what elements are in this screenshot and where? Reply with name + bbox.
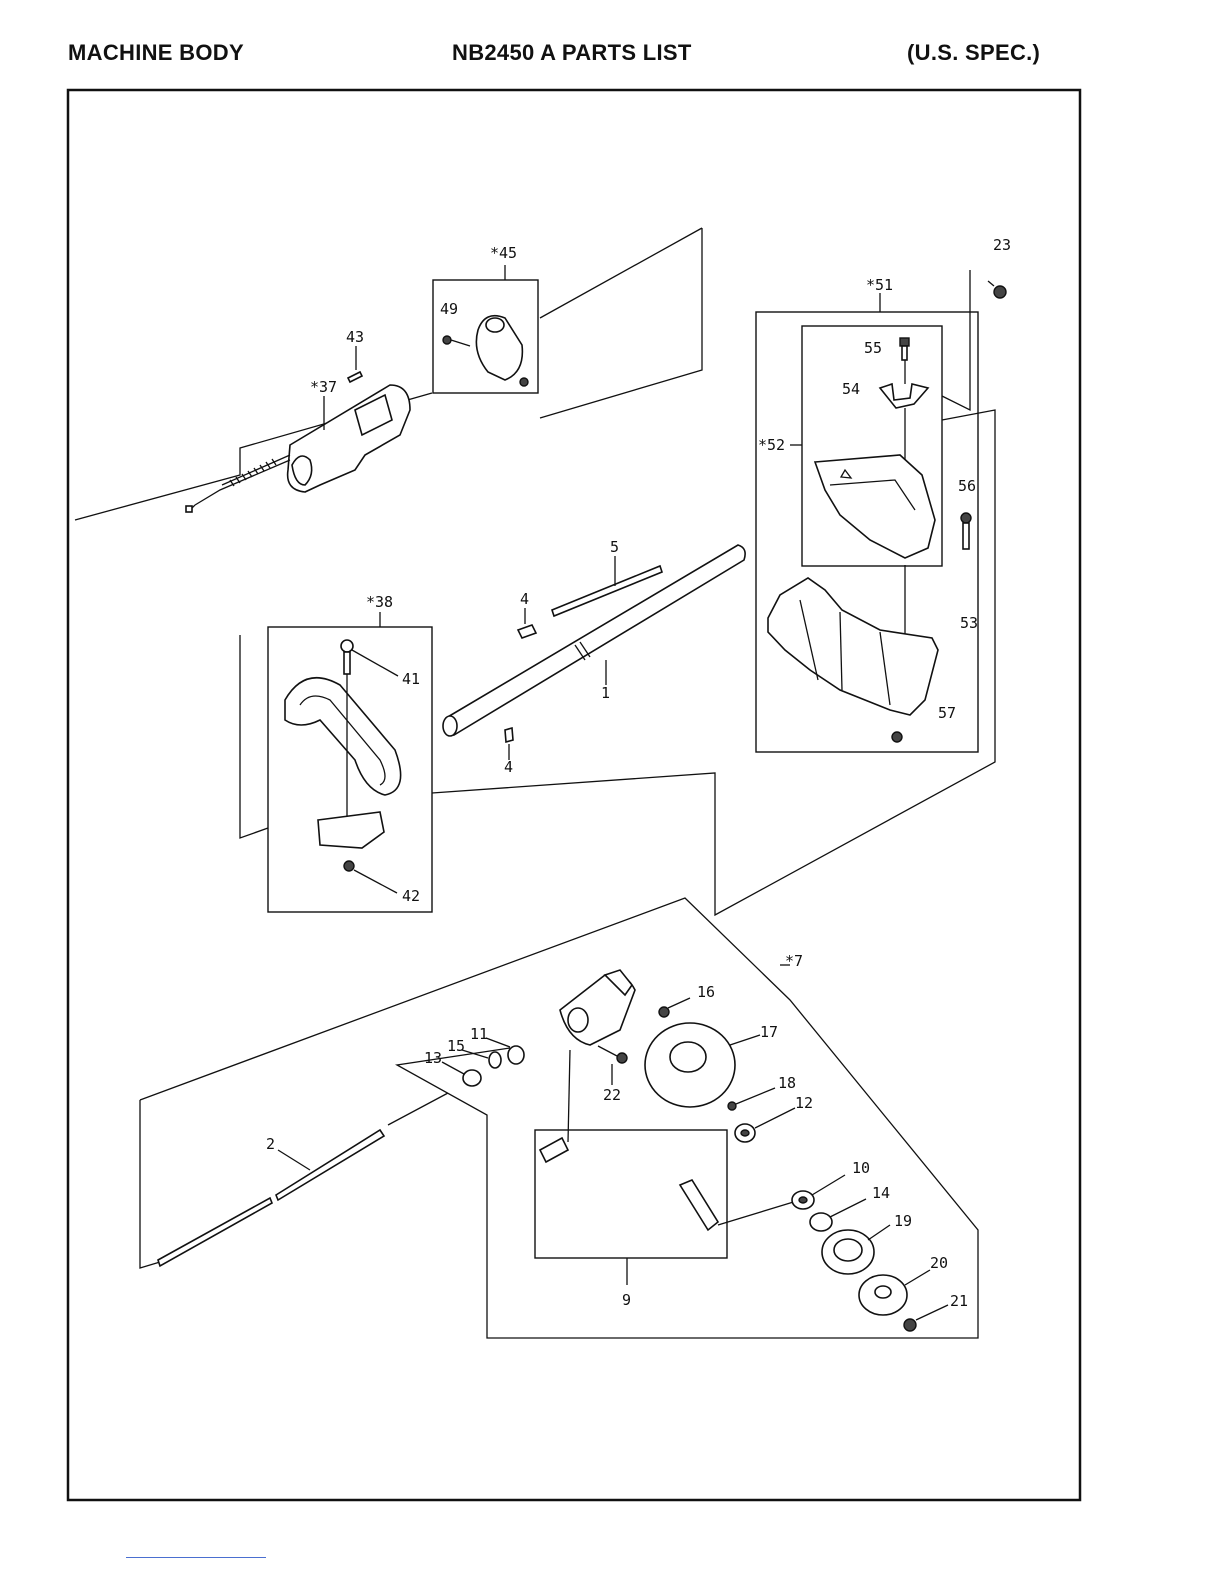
- part-21-nut: [904, 1319, 916, 1331]
- part-38-clamp-block: [318, 812, 384, 848]
- part-23-screw: [988, 281, 1006, 298]
- part-4-shim-upper: [518, 625, 536, 638]
- part-4-shim-lower: [505, 728, 513, 742]
- label-43: 43: [346, 328, 364, 346]
- label-45: *45: [490, 244, 517, 262]
- part-43-key: [348, 372, 362, 382]
- label-38: *38: [366, 593, 393, 611]
- part-14-circlip: [810, 1213, 832, 1231]
- part-1-shaft-tube: [443, 545, 745, 736]
- label-4-lower: 4: [504, 758, 513, 776]
- label-53: 53: [960, 614, 978, 632]
- part-56-screw: [961, 513, 971, 549]
- diagram-frame: [68, 90, 1080, 1500]
- label-14: 14: [872, 1184, 890, 1202]
- part-15-washer: [489, 1052, 501, 1068]
- label-49: 49: [440, 300, 458, 318]
- label-1: 1: [601, 684, 610, 702]
- part-54-bracket: [880, 384, 928, 408]
- label-23: 23: [993, 236, 1011, 254]
- label-9: 9: [622, 1291, 631, 1309]
- footer-rule: [126, 1557, 266, 1558]
- label-7: *7: [785, 952, 803, 970]
- lower-assembly-outline: [140, 1100, 160, 1268]
- part-52-cover: [815, 455, 935, 558]
- upper-assembly-outline: [540, 228, 702, 418]
- label-22: 22: [603, 1086, 621, 1104]
- part-13-circlip: [463, 1070, 481, 1086]
- label-19: 19: [894, 1212, 912, 1230]
- label-42: 42: [402, 887, 420, 905]
- label-17: 17: [760, 1023, 778, 1041]
- part-42-nut: [344, 861, 354, 871]
- part-9-pinion: [540, 1138, 718, 1230]
- label-11: 11: [470, 1025, 488, 1043]
- part-41-bolt: [341, 640, 353, 674]
- label-57: 57: [938, 704, 956, 722]
- label-54: 54: [842, 380, 860, 398]
- part-16-bolt: [659, 1007, 669, 1017]
- label-41: 41: [402, 670, 420, 688]
- label-16: 16: [697, 983, 715, 1001]
- label-37: *37: [310, 378, 337, 396]
- part-55-screw: [900, 338, 909, 360]
- label-4-upper: 4: [520, 590, 529, 608]
- label-52: *52: [758, 436, 785, 454]
- label-2: 2: [266, 1135, 275, 1153]
- part-45-clamp: [443, 316, 528, 386]
- label-55: 55: [864, 339, 882, 357]
- label-20: 20: [930, 1254, 948, 1272]
- label-5: 5: [610, 538, 619, 556]
- upper-assembly-outline-3: [540, 228, 702, 318]
- label-10: 10: [852, 1159, 870, 1177]
- part-57-nut: [892, 732, 902, 742]
- part-22-bolt: [598, 1046, 627, 1063]
- part-53-shield: [768, 578, 938, 715]
- label-18: 18: [778, 1074, 796, 1092]
- label-51: *51: [866, 276, 893, 294]
- part-18-screw: [728, 1102, 736, 1110]
- part-38-handle-loop: [285, 678, 401, 795]
- label-21: 21: [950, 1292, 968, 1310]
- label-56: 56: [958, 477, 976, 495]
- part-7-gear-case: [560, 970, 635, 1045]
- part-11-bearing: [508, 1046, 524, 1064]
- label-12: 12: [795, 1094, 813, 1112]
- label-13: 13: [424, 1049, 442, 1067]
- part-37-throttle-handle: [186, 385, 410, 512]
- label-15: 15: [447, 1037, 465, 1055]
- upper-assembly-outline-4: [240, 635, 268, 838]
